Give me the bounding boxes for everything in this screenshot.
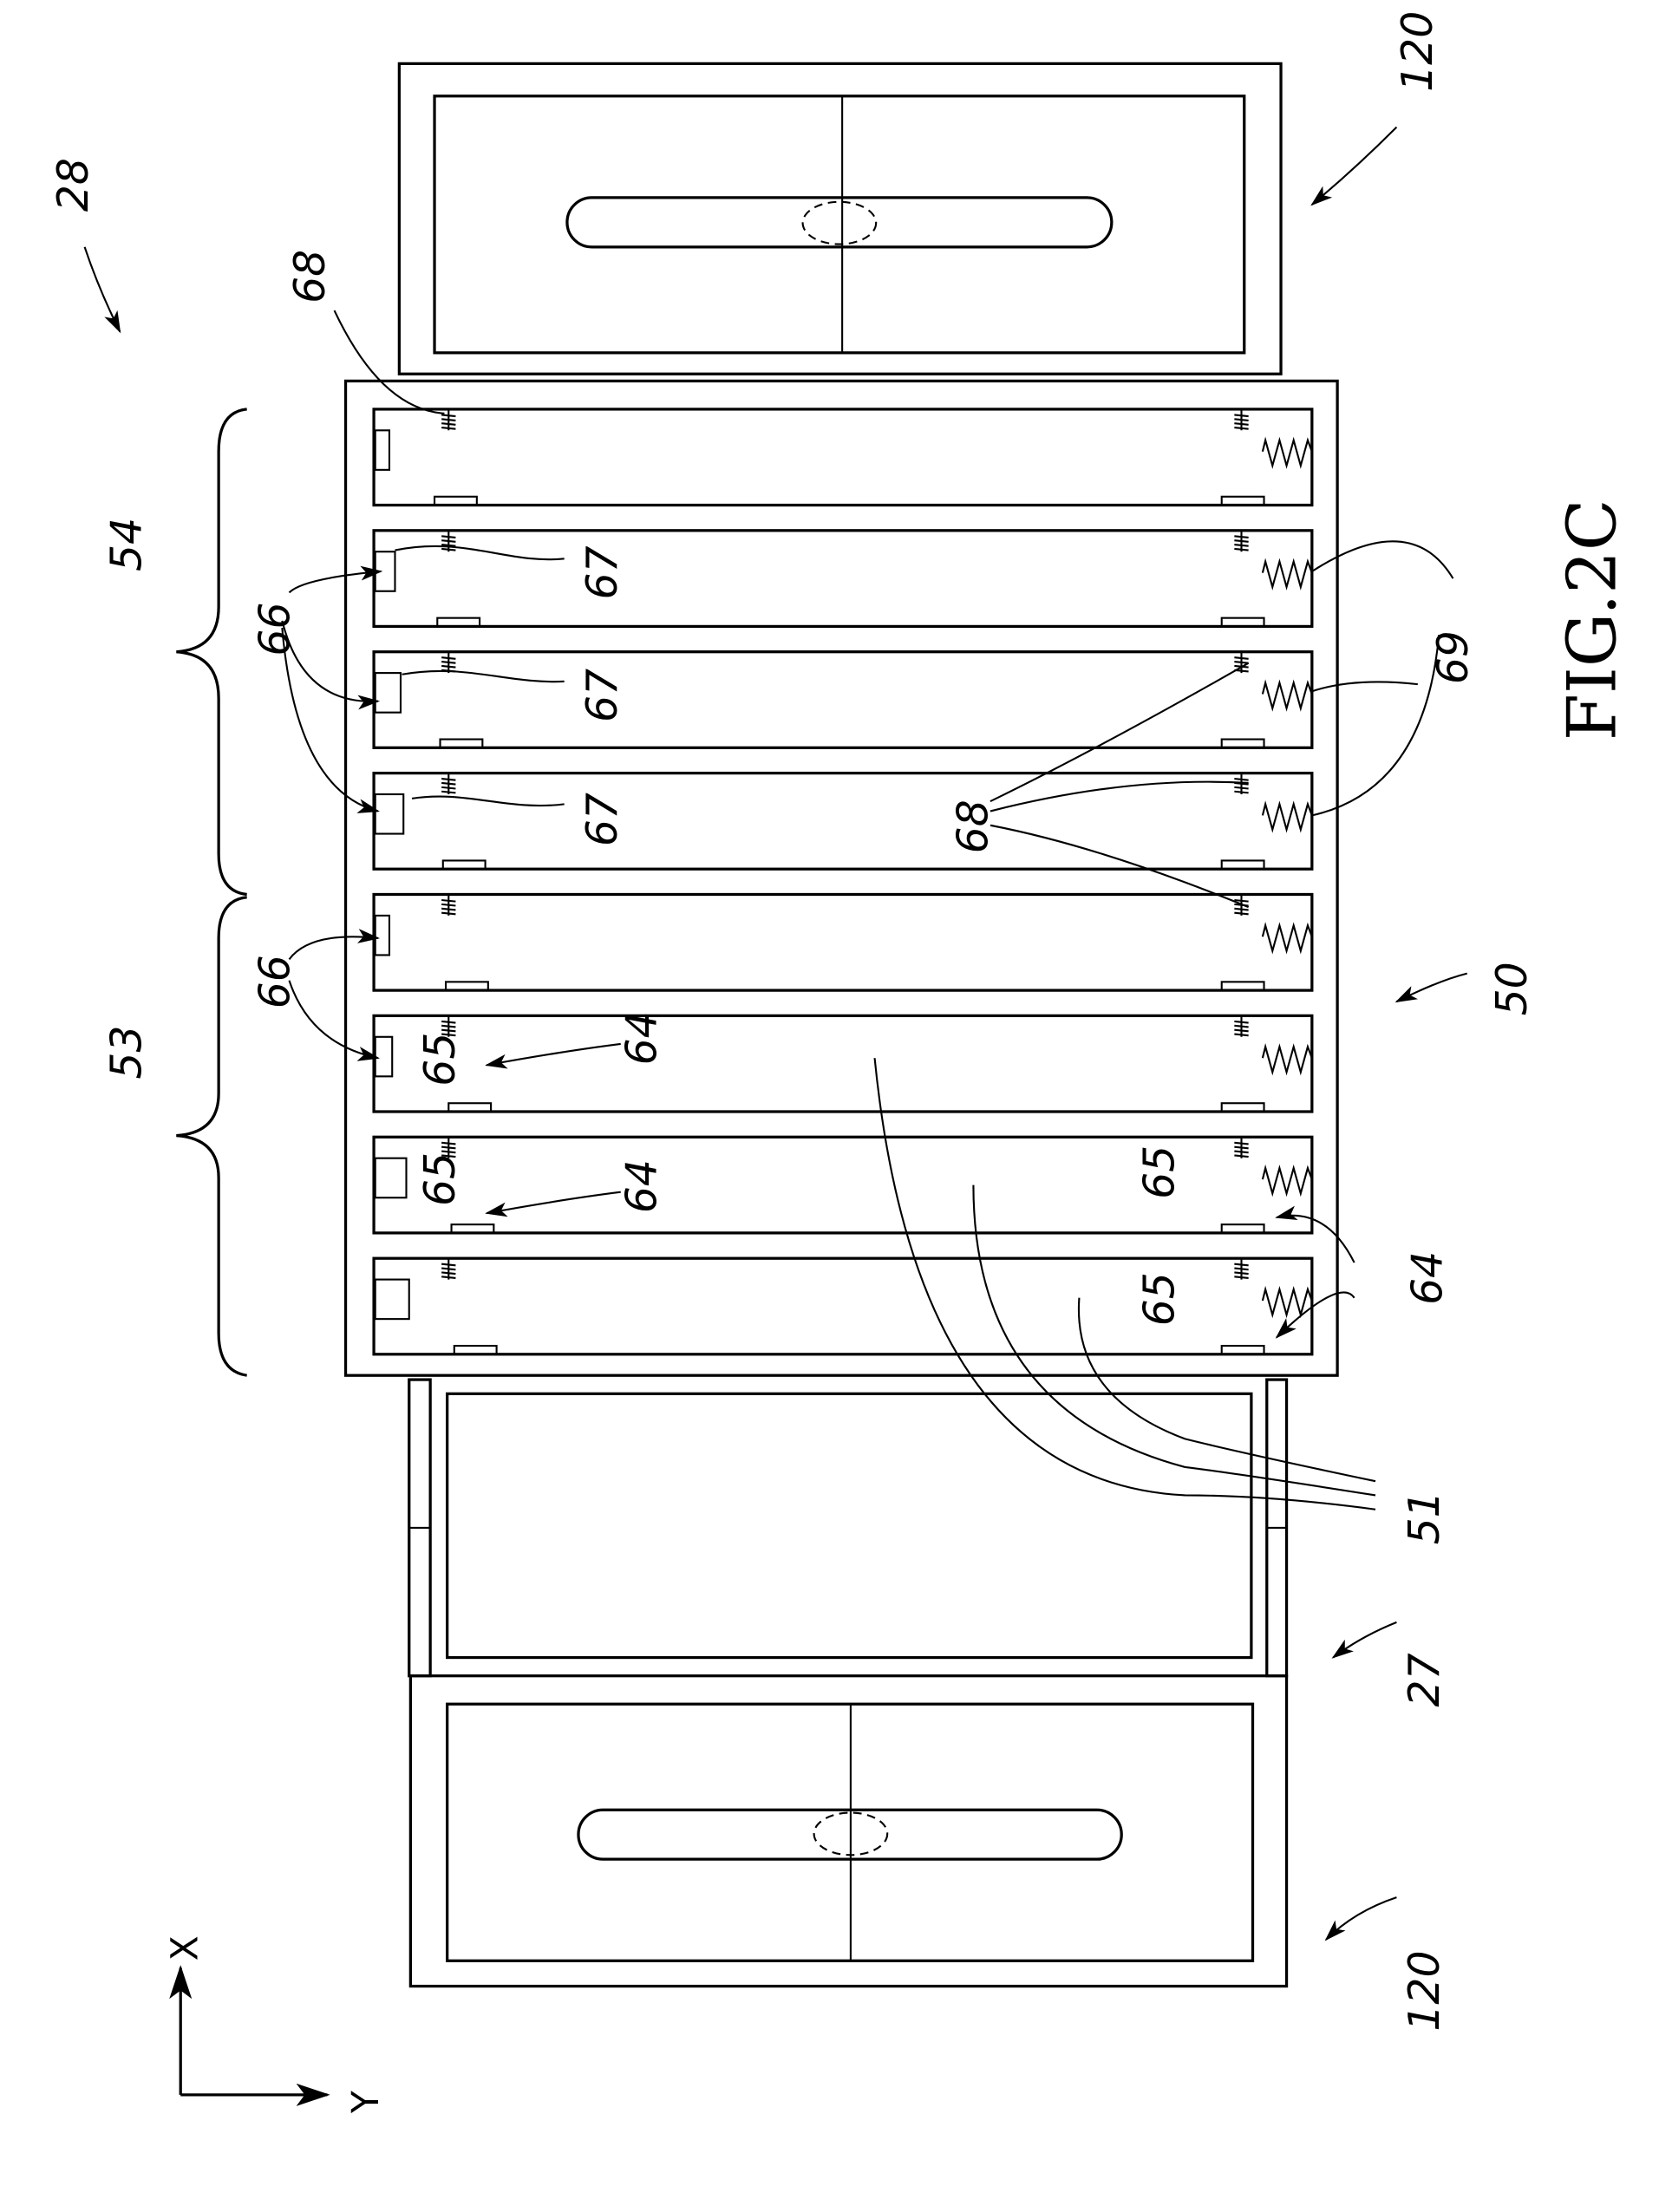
label-65: 65 [415, 1033, 465, 1086]
label-64: 64 [617, 1011, 666, 1065]
brace-53 [176, 897, 246, 1375]
stop-block [376, 1037, 393, 1077]
large-spring-icon [1263, 804, 1312, 829]
large-spring-icon [1263, 925, 1312, 950]
axis-y-label: Y [344, 2091, 387, 2114]
slot [374, 773, 1312, 870]
stop-block [376, 430, 389, 470]
large-spring-icon [1263, 1168, 1312, 1193]
stop-block [376, 794, 404, 834]
label-68: 68 [949, 799, 998, 853]
large-spring-icon [1263, 440, 1312, 466]
slot [374, 894, 1312, 990]
label-51: 51 [1400, 1491, 1449, 1544]
label-69: 69 [1428, 630, 1478, 684]
small-spring-icon [441, 531, 455, 551]
small-spring-icon [1234, 531, 1248, 551]
small-spring-icon [441, 773, 455, 794]
large-spring-icon [1263, 1289, 1312, 1315]
label-65: 65 [415, 1152, 465, 1206]
label-64: 64 [617, 1159, 666, 1213]
label-67: 67 [578, 793, 627, 846]
label-120-bottom: 120 [1400, 1950, 1449, 2031]
brace-54 [176, 409, 246, 895]
large-spring-icon [1263, 562, 1312, 587]
label-53: 53 [102, 1025, 152, 1079]
label-54: 54 [102, 518, 152, 571]
label-50: 50 [1487, 962, 1537, 1015]
stop-block [376, 916, 389, 956]
small-spring-icon [1234, 1258, 1248, 1279]
figure-title: FIG.2C [1554, 499, 1632, 741]
stop-block [376, 1280, 409, 1320]
slot [374, 652, 1312, 748]
label-67: 67 [578, 669, 627, 722]
leader-lines [85, 127, 1467, 1940]
small-spring-icon [1234, 1015, 1248, 1036]
large-spring-icon [1263, 682, 1312, 708]
stop-block [376, 673, 401, 713]
top-tray [399, 63, 1281, 374]
axis-indicator: X Y [164, 1935, 387, 2114]
bottom-tray [410, 1676, 1286, 1987]
small-spring-icon [1234, 409, 1248, 430]
small-spring-icon [1234, 1137, 1248, 1158]
slot-group [374, 409, 1312, 1354]
axis-x-label: X [164, 1935, 206, 1961]
label-28: 28 [49, 158, 98, 212]
label-68-top: 68 [285, 250, 335, 303]
large-spring-icon [1263, 1047, 1312, 1072]
small-spring-icon [441, 652, 455, 673]
small-spring-icon [441, 409, 455, 430]
label-66: 66 [250, 602, 299, 656]
label-65: 65 [1134, 1145, 1184, 1199]
slot [374, 531, 1312, 627]
label-120-top: 120 [1393, 11, 1442, 92]
label-27: 27 [1400, 1653, 1449, 1706]
small-spring-icon [441, 1258, 455, 1279]
small-spring-icon [441, 894, 455, 915]
label-65: 65 [1134, 1272, 1184, 1326]
slot [374, 1015, 1312, 1112]
buffer-tray [409, 1380, 1287, 1676]
label-66: 66 [250, 955, 299, 1008]
slot [374, 409, 1312, 506]
stop-block [376, 1158, 407, 1198]
label-67: 67 [578, 545, 627, 599]
label-64: 64 [1402, 1251, 1452, 1305]
